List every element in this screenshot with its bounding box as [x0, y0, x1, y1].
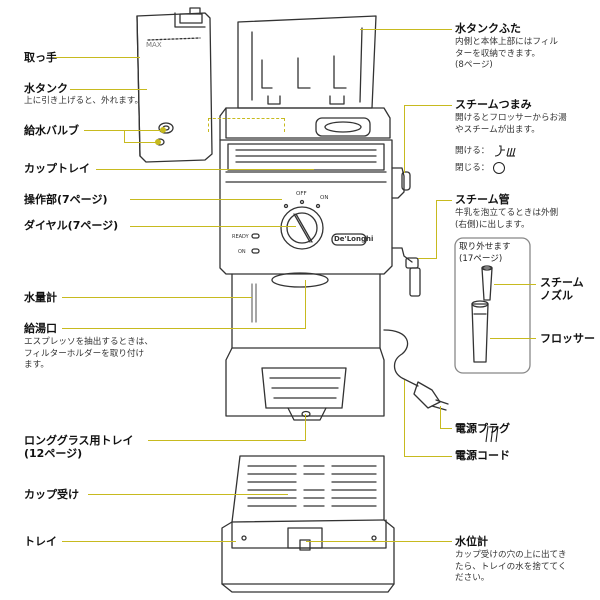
cup-holder-label: カップ受け	[24, 488, 79, 501]
handle-label: 取っ手	[24, 51, 57, 64]
water-tank-desc: 上に引き上げると、外れます。	[24, 96, 144, 106]
steam-knob-label: スチームつまみ	[455, 98, 532, 111]
valve-leader	[84, 130, 124, 131]
tank-lid-drawing	[237, 15, 377, 109]
valve-dot-b	[155, 139, 161, 145]
tank-lid-desc: 内側と本体上部にはフィル ターを収納できます。 (8ページ)	[455, 37, 558, 70]
dial-label: ダイヤル(7ページ)	[24, 219, 119, 232]
outlet-leader-v	[305, 280, 306, 328]
power-cord-leader-v	[404, 380, 405, 456]
water-tank-drawing	[136, 7, 213, 163]
power-plug-leader-h	[440, 428, 452, 429]
steam-open-text: 開ける：	[455, 146, 490, 156]
valve-leader-v	[124, 130, 125, 142]
tank-dash-h	[208, 118, 284, 119]
on-led-label: ON	[238, 249, 246, 255]
drip-tray-drawing	[221, 455, 395, 593]
power-cord-drawing	[383, 329, 449, 411]
tray-label: トレイ	[24, 535, 57, 548]
frother-label: フロッサー	[540, 332, 595, 345]
dial-off-text: OFF	[296, 191, 307, 197]
tank-max-mark: MAX	[146, 41, 162, 49]
control-panel-label: 操作部(7ページ)	[24, 193, 108, 206]
water-tank-label: 水タンク	[24, 82, 68, 95]
steam-nozzle-leader	[494, 284, 536, 285]
dial-on-text: ON	[320, 195, 329, 201]
steam-close-symbol	[493, 162, 505, 174]
steam-open-icon	[485, 425, 499, 443]
brand-logo: De'Longhi	[334, 235, 374, 243]
control-panel-leader	[130, 199, 282, 200]
steam-nozzle-label: スチーム ノズル	[540, 276, 584, 302]
power-plug-label: 電源プラグ	[455, 422, 510, 435]
frother-leader	[490, 338, 536, 339]
machine-body-drawing	[219, 139, 421, 297]
cup-holder-leader	[88, 494, 288, 495]
steam-knob-leader-h	[404, 105, 452, 106]
tray-leader	[62, 541, 236, 542]
steam-knob-leader-v	[404, 105, 405, 173]
long-glass-tray-leader-h	[148, 440, 306, 441]
steam-pipe-leader-h	[436, 200, 452, 201]
valve-leader-b	[124, 142, 157, 143]
steam-pipe-desc: 牛乳を泡立てるときは外側 (右側)に出します。	[455, 208, 559, 230]
valve-label: 給水バルブ	[24, 124, 79, 137]
water-level-label: 水位計	[455, 535, 488, 548]
removable-parts-drawing	[454, 237, 531, 374]
valve-leader-a	[124, 130, 162, 131]
tank-lid-label: 水タンクふた	[455, 22, 521, 35]
valve-dot-a	[160, 127, 166, 133]
tank-dash-v1	[208, 118, 209, 132]
dial-leader	[130, 226, 296, 227]
steam-pipe-leader-v	[436, 200, 437, 258]
ready-led-label: READY	[232, 234, 249, 240]
steam-pipe-leader-h2	[418, 258, 437, 259]
handle-leader	[54, 57, 140, 58]
steam-knob-desc: 開けるとフロッサーからお湯 やスチームが出ます。	[455, 113, 567, 135]
tank-dash-v2	[284, 118, 285, 132]
cup-tray-leader	[96, 169, 314, 170]
removable-label: 取り外せます (17ページ)	[459, 242, 511, 264]
outlet-leader-h	[62, 328, 306, 329]
power-cord-leader-h	[404, 456, 452, 457]
cup-tray-label: カップトレイ	[24, 162, 90, 175]
long-glass-tray-leader-v	[305, 414, 306, 440]
outlet-label: 給湯口	[24, 322, 57, 335]
water-gauge-label: 水量計	[24, 291, 57, 304]
steam-open-symbol	[493, 143, 517, 157]
steam-close-text: 閉じる：	[455, 163, 490, 173]
power-plug-leader-v	[440, 406, 441, 428]
water-level-leader	[306, 541, 452, 542]
power-cord-label: 電源コード	[455, 449, 510, 462]
outlet-desc: エスプレッソを抽出するときは、 フィルターホルダーを取り付け ます。	[24, 337, 153, 370]
steam-pipe-label: スチーム管	[455, 193, 510, 206]
long-glass-tray-label: ロンググラス用トレイ (12ページ)	[24, 434, 134, 460]
water-level-desc: カップ受けの穴の上に出てき たら、トレイの水を捨ててく ださい。	[455, 550, 567, 583]
water-tank-leader	[70, 89, 147, 90]
tank-lid-leader	[360, 29, 452, 30]
machine-top-drawing	[219, 107, 391, 171]
water-gauge-leader	[62, 297, 252, 298]
